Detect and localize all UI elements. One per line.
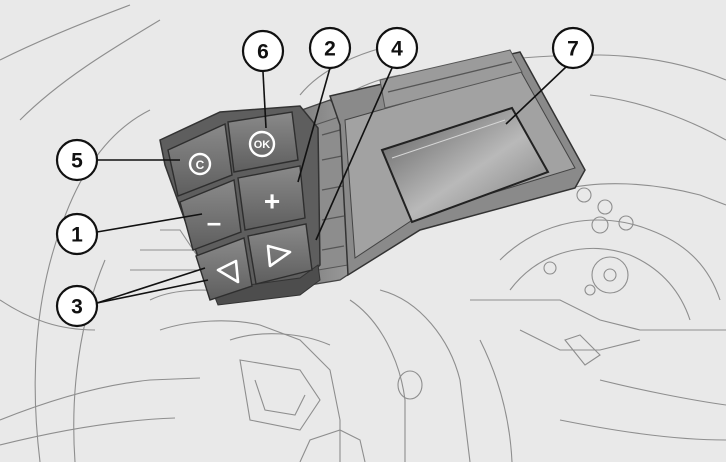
c-button-label: C [196,158,205,172]
callout-4: 4 [375,26,419,70]
left-button[interactable] [195,237,253,301]
leader-lines [96,65,568,304]
callout-5: 5 [55,138,99,182]
svg-text:4: 4 [391,38,403,61]
minus-button-label: – [207,207,221,237]
triangle-left-icon [216,259,240,284]
leader-6 [262,71,267,129]
leader-7 [505,65,568,125]
ok-button[interactable]: OK [227,111,299,173]
keypad-buttons: C OK – + [167,111,313,301]
display-screen [380,106,550,224]
leader-2 [297,67,331,183]
svg-text:1: 1 [71,224,83,247]
c-circle-icon [188,152,212,176]
svg-text:3: 3 [71,296,83,319]
callout-2: 2 [308,26,352,70]
callout-3: 3 [55,284,99,328]
triangle-right-icon [266,244,292,268]
minus-button[interactable]: – [179,179,242,251]
c-button[interactable]: C [167,122,233,197]
svg-text:2: 2 [324,38,336,61]
plus-button-label: + [264,186,280,217]
right-button[interactable] [247,223,313,285]
ok-circle-icon [248,130,276,158]
leader-3a [96,267,206,304]
plus-button[interactable]: + [237,165,306,231]
ok-button-label: OK [254,139,271,151]
svg-text:5: 5 [71,150,83,173]
callouts: 5 1 3 6 2 4 7 [55,26,595,328]
leader-3b [96,279,209,304]
svg-text:6: 6 [257,41,269,64]
svg-text:7: 7 [567,38,579,61]
leader-1 [96,213,203,233]
callout-7: 7 [551,26,595,70]
callout-1: 1 [55,212,99,256]
leader-4 [315,67,393,241]
display-unit [329,49,586,277]
callout-6: 6 [241,29,285,73]
